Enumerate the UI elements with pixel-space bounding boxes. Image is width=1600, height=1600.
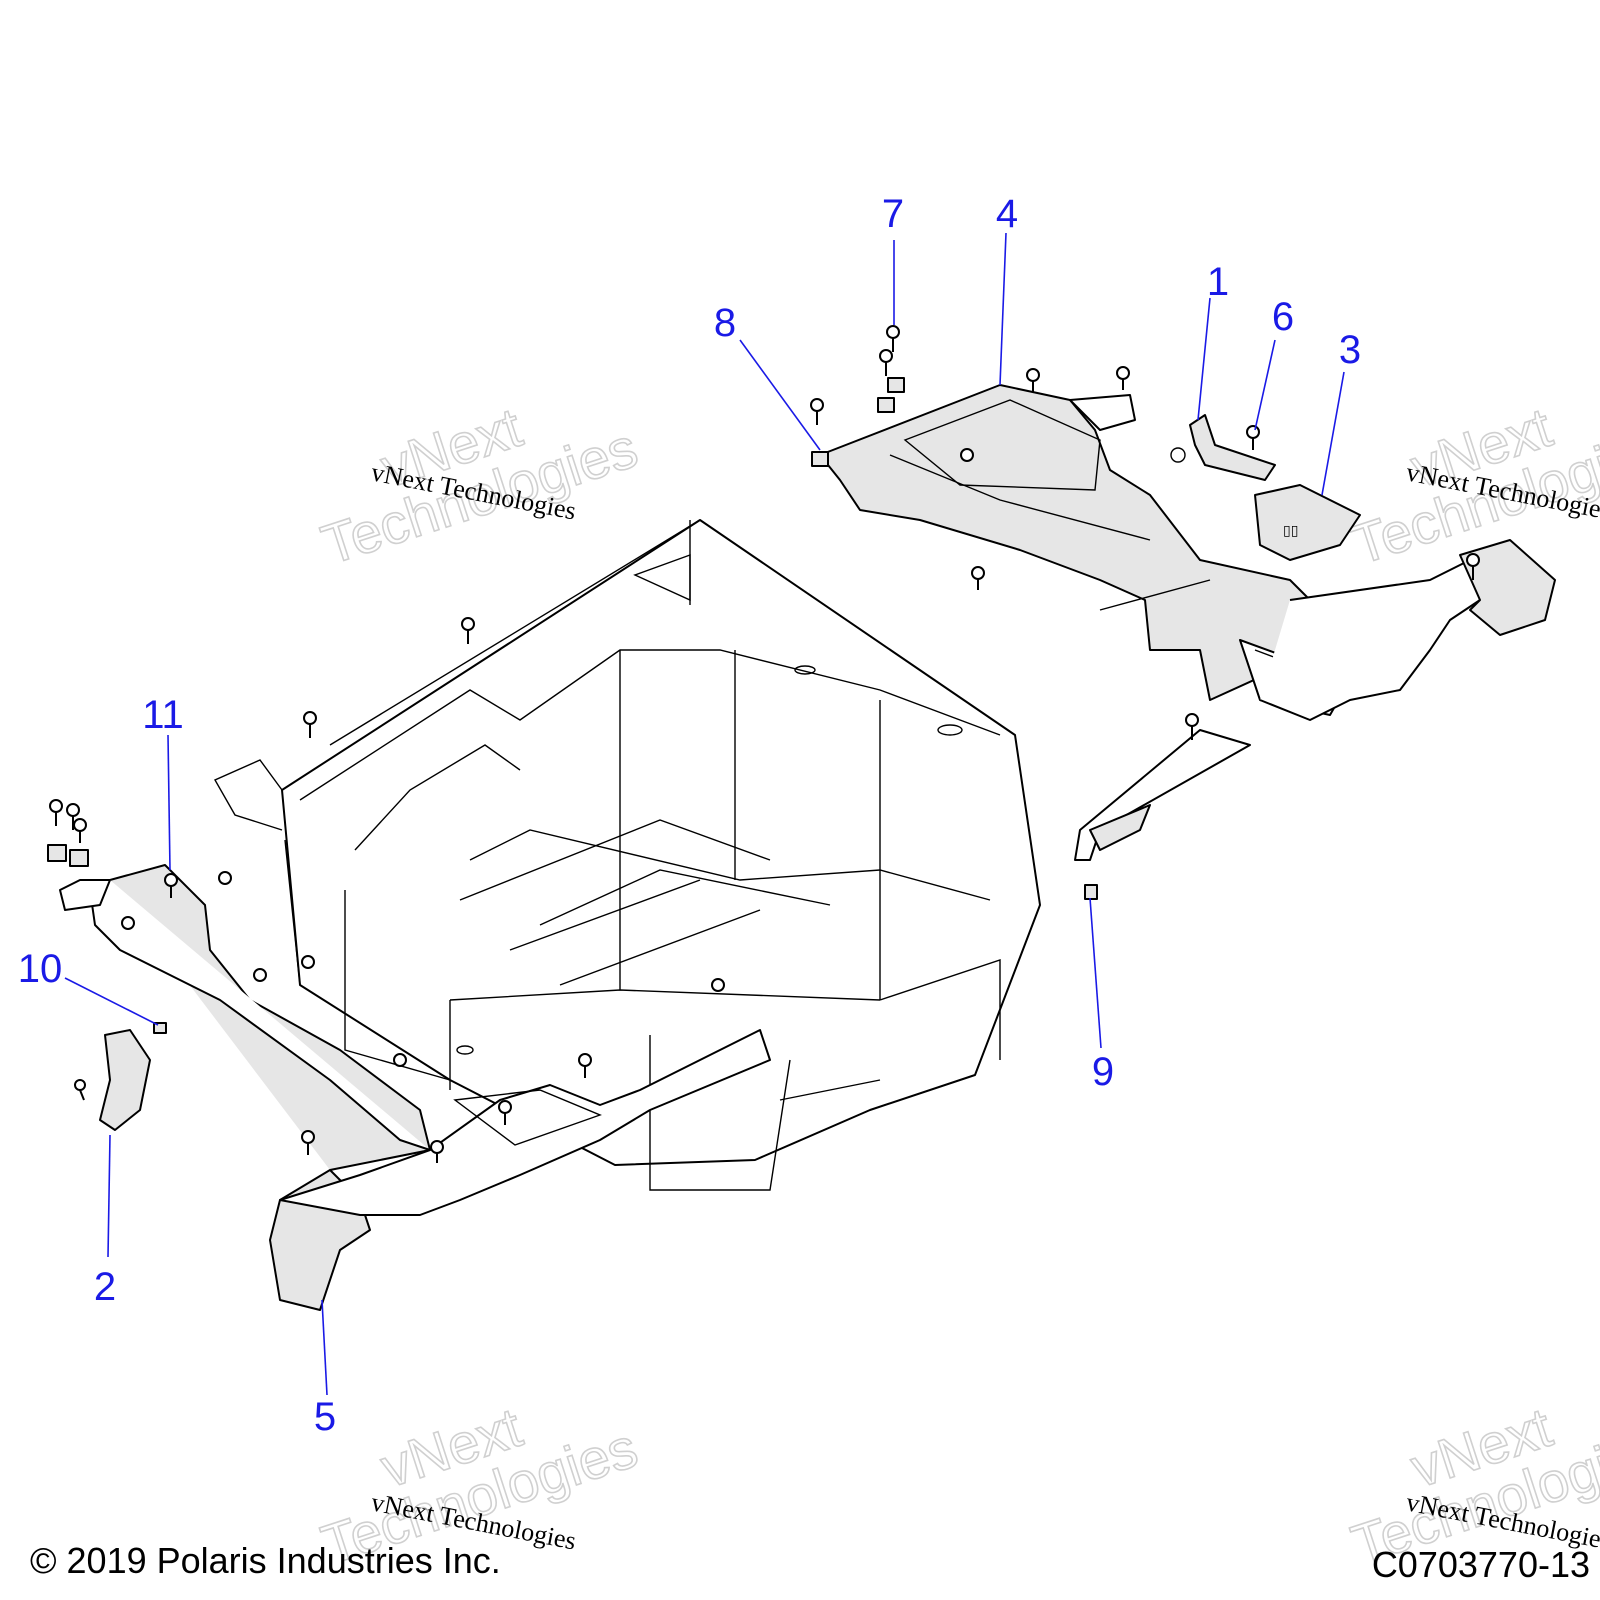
callout-6[interactable]: 6: [1272, 295, 1294, 339]
clip-icon: [69, 849, 89, 867]
clip-icon: [1084, 884, 1098, 900]
screw-icon: [1185, 713, 1199, 740]
screw-icon: [810, 398, 824, 425]
screw-icon: [498, 1100, 512, 1125]
leader-line: [739, 339, 821, 451]
callout-2[interactable]: 2: [94, 1265, 116, 1309]
leader-line: [167, 734, 171, 871]
leader-line: [1321, 371, 1345, 496]
callout-labels: 1 2 3 4 5 6 7 8 9 10 11: [18, 192, 1361, 1439]
leader-line: [1197, 297, 1211, 421]
screw-icon: [393, 1053, 407, 1067]
screw-icon: [66, 803, 80, 830]
screw-icon: [879, 349, 893, 376]
screw-icon: [1466, 553, 1480, 580]
left-rail-drawing: [59, 864, 771, 1311]
clip-icon: [877, 397, 895, 413]
screw-icon: [121, 916, 135, 930]
screw-icon: [74, 1079, 86, 1101]
leader-line: [999, 232, 1007, 386]
screw-icon: [73, 818, 87, 843]
screw-icon: [253, 968, 267, 982]
leader-line: [107, 1134, 111, 1258]
callout-11[interactable]: 11: [142, 693, 184, 737]
callout-1[interactable]: 1: [1207, 260, 1229, 304]
callout-5[interactable]: 5: [314, 1395, 336, 1439]
fasteners: [47, 325, 1480, 1163]
callout-10[interactable]: 10: [18, 947, 63, 991]
screw-icon: [1026, 368, 1040, 392]
clip-icon: [887, 377, 905, 393]
part-code-text: C0703770-13: [1372, 1544, 1590, 1585]
clip-icon: [47, 844, 67, 862]
screw-icon: [971, 566, 985, 590]
screw-icon: [1116, 366, 1130, 390]
cargo-box-drawing: [214, 519, 1041, 1191]
screw-icon: [1246, 425, 1260, 450]
leader-line: [321, 1299, 328, 1396]
screw-icon: [960, 448, 974, 462]
screw-icon: [218, 871, 232, 885]
screw-icon: [301, 1130, 315, 1155]
callout-7[interactable]: 7: [882, 192, 904, 236]
leader-line: [1089, 897, 1102, 1049]
screw-icon: [578, 1053, 592, 1078]
callout-3[interactable]: 3: [1339, 328, 1361, 372]
part-3-drawing: ▯▯: [1254, 484, 1361, 561]
callout-8[interactable]: 8: [714, 301, 736, 345]
screw-icon: [164, 873, 178, 898]
svg-text:▯▯: ▯▯: [1283, 523, 1298, 539]
leader-lines: [64, 232, 1345, 1396]
screw-icon: [430, 1140, 444, 1163]
screw-icon: [303, 711, 317, 738]
screw-icon: [886, 325, 900, 352]
leader-line: [1254, 339, 1276, 431]
screw-icon: [461, 617, 475, 644]
clip-icon: [811, 451, 829, 467]
part-1-drawing: [1170, 414, 1276, 481]
screw-icon: [301, 955, 315, 969]
screw-icon: [49, 799, 63, 826]
right-rail-drawing: [819, 384, 1556, 861]
clip-icon: [153, 1022, 167, 1034]
copyright-text: © 2019 Polaris Industries Inc.: [30, 1540, 501, 1581]
callout-9[interactable]: 9: [1092, 1050, 1114, 1094]
callout-4[interactable]: 4: [996, 192, 1018, 236]
screw-icon: [711, 978, 725, 992]
leader-line: [64, 977, 159, 1026]
